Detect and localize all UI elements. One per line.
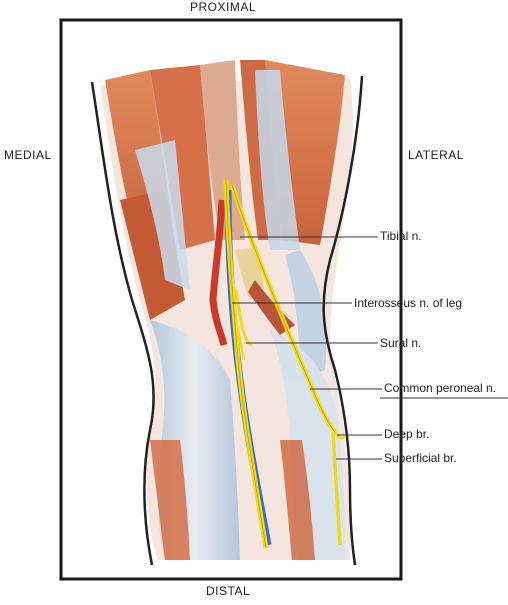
- label-proximal: PROXIMAL: [190, 0, 257, 14]
- label-interosseus-nerve: Interosseus n. of leg: [354, 296, 463, 310]
- popliteal-artery: [209, 199, 228, 346]
- lateral-outline: [322, 75, 364, 566]
- leader-lines: [232, 236, 382, 460]
- label-tibial-nerve: Tibial n.: [380, 229, 422, 243]
- deep-branch-nerve: [333, 431, 347, 440]
- label-medial: MEDIAL: [4, 148, 52, 162]
- label-deep-branch: Deep br.: [384, 427, 430, 441]
- label-superficial-branch: Superficial br.: [384, 451, 457, 465]
- interosseus-nerve: [230, 299, 246, 361]
- label-distal: DISTAL: [206, 584, 251, 598]
- medial-outline: [90, 81, 155, 566]
- label-lateral: LATERAL: [408, 148, 464, 162]
- sural-nerve: [234, 289, 253, 347]
- figure-frame: [59, 18, 403, 581]
- label-common-peroneal-nerve: Common peroneal n.: [384, 381, 497, 395]
- fascia-layer: [135, 70, 346, 560]
- superficial-branch-nerve: [331, 431, 342, 546]
- label-sural-nerve: Sural n.: [380, 336, 422, 350]
